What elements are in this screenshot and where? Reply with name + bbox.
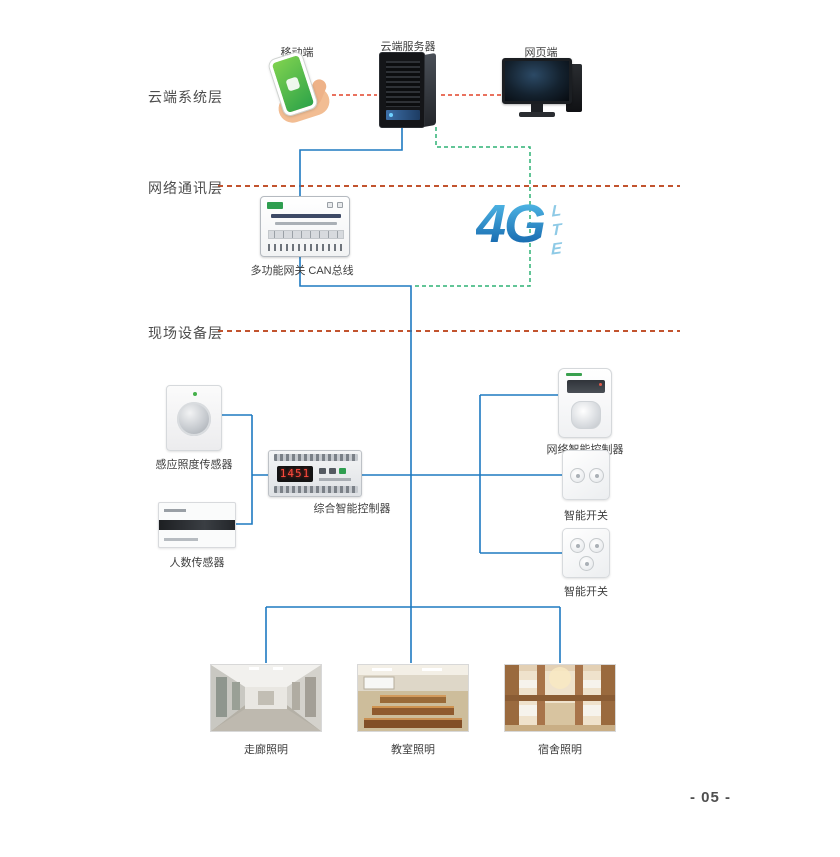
gateway-terminal-ticks — [268, 244, 344, 251]
people-sensor-image — [158, 502, 236, 548]
logo-lte-text: LTE — [548, 201, 566, 262]
sensor-dome — [177, 402, 211, 437]
network-layer-label: 网络通讯层 — [148, 180, 223, 196]
page-number: - 05 - — [690, 789, 732, 806]
gateway-title-bar — [271, 214, 341, 218]
light-sensor-label: 感应照度传感器 — [155, 459, 233, 471]
monitor-base — [519, 112, 555, 117]
corridor-photo — [211, 665, 321, 731]
controller-button — [329, 468, 336, 474]
switch1-label: 智能开关 — [564, 510, 608, 522]
people-sensor-label: 人数传感器 — [169, 557, 225, 569]
sensor-lens — [571, 401, 601, 429]
led-indicator — [193, 392, 197, 396]
corridor-label: 走廊照明 — [244, 744, 288, 756]
server-icon — [379, 52, 425, 128]
classroom-illustration — [358, 665, 468, 731]
server-accent-strip — [386, 110, 420, 120]
dorm-photo — [505, 665, 615, 731]
controller-screen — [567, 380, 605, 393]
switch-branch-links — [479, 394, 562, 554]
classroom-label: 教室照明 — [391, 744, 435, 756]
light-sensor-image — [166, 385, 222, 451]
switch-button — [570, 468, 585, 483]
server-label: 云端服务器 — [380, 41, 436, 53]
gateway-device-image — [260, 196, 350, 257]
gateway-terminals — [268, 230, 344, 239]
controller-label: 综合智能控制器 — [313, 503, 391, 515]
corridor-illustration — [211, 665, 321, 731]
server-drive-bays — [386, 61, 420, 107]
gateway-label: 多功能网关 — [250, 265, 306, 277]
dorm-illustration — [505, 665, 615, 731]
network-controller-image — [558, 368, 612, 438]
gateway-brand-badge — [267, 202, 283, 209]
scene-links — [265, 606, 561, 663]
label-text-bar — [319, 478, 351, 481]
classroom-photo — [358, 665, 468, 731]
logo-4g-lte: 4G LTE — [476, 194, 566, 262]
web-label: 网页端 — [524, 47, 558, 59]
screw-icon — [337, 202, 343, 208]
monitor-stand — [531, 104, 543, 112]
switch-button — [589, 468, 604, 483]
switch-button — [589, 538, 604, 553]
label-text-bar — [164, 538, 198, 541]
app-icon — [285, 76, 301, 92]
switch-button — [579, 556, 594, 571]
label-text-bar — [164, 509, 186, 512]
terminal-strip — [274, 454, 358, 461]
dorm-label: 宿舍照明 — [538, 744, 582, 756]
server-led — [389, 113, 393, 117]
terminal-strip — [274, 486, 358, 493]
monitor-icon — [502, 58, 572, 104]
brand-badge — [566, 373, 582, 376]
switch-button — [570, 538, 585, 553]
switch2-label: 智能开关 — [564, 586, 608, 598]
controller-device-image: 1451 — [268, 450, 362, 497]
field-layer-label: 现场设备层 — [148, 325, 223, 341]
cloud-layer-label: 云端系统层 — [148, 89, 223, 105]
controller-button — [339, 468, 346, 474]
smart-switch-image — [562, 450, 610, 500]
controller-button — [319, 468, 326, 474]
cloud-server-image — [379, 52, 439, 130]
canbus-label: CAN总线 — [308, 265, 354, 277]
sensor-band — [159, 520, 235, 530]
smart-switch-image — [562, 528, 610, 578]
server-gateway-link — [299, 127, 403, 196]
screw-icon — [327, 202, 333, 208]
gateway-subtitle-bar — [275, 222, 337, 225]
mobile-device-image — [252, 51, 342, 127]
phone-icon — [267, 51, 319, 117]
web-monitor-image — [502, 58, 584, 124]
controller-display: 1451 — [277, 466, 313, 482]
logo-4g-text: 4G — [476, 194, 546, 254]
